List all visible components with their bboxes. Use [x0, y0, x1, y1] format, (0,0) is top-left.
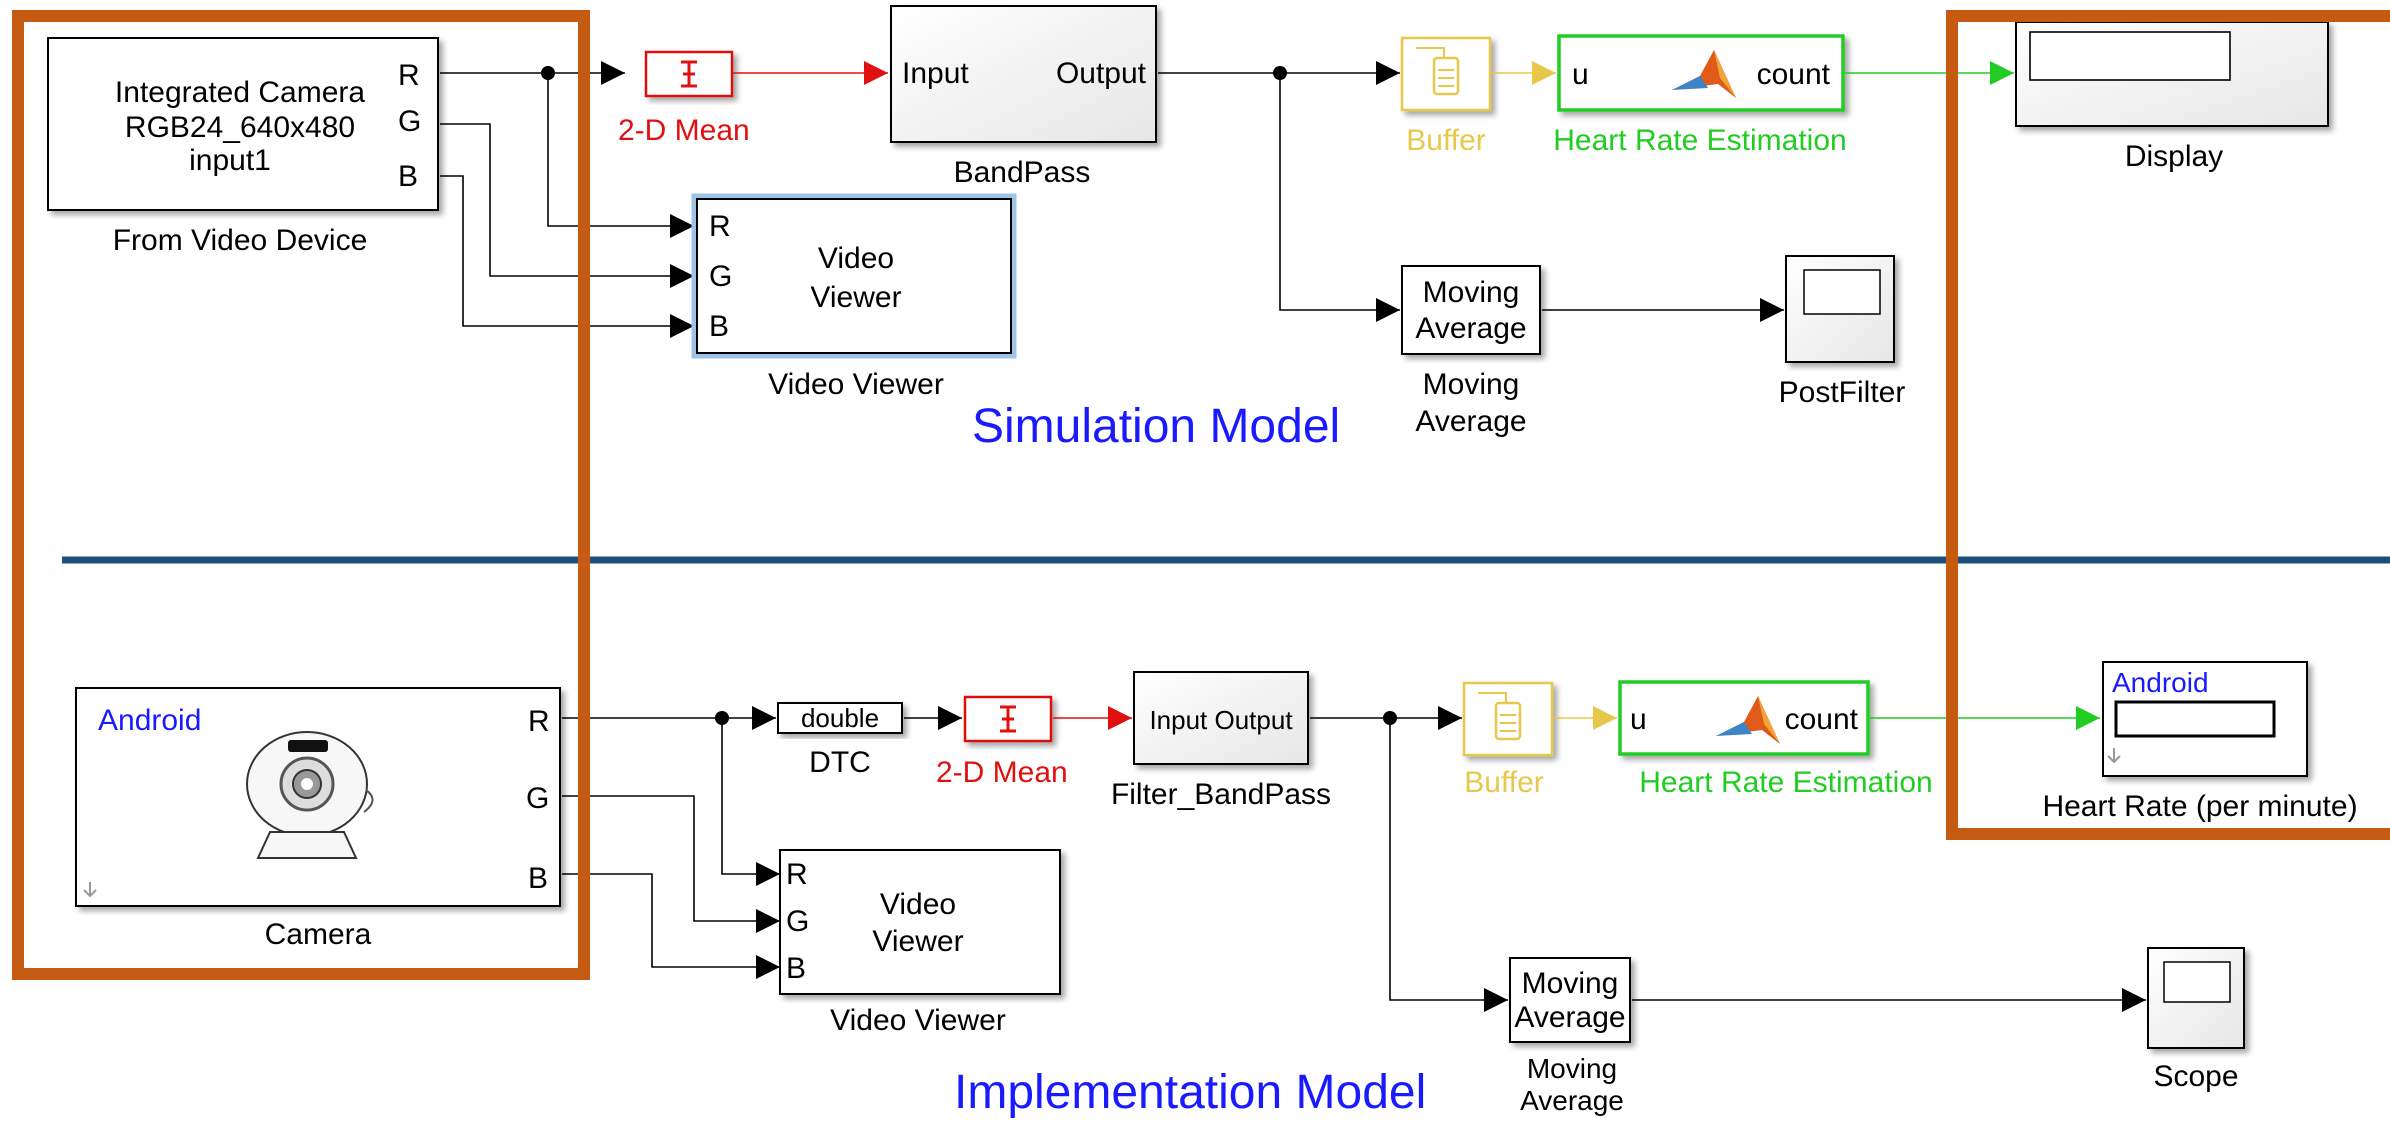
sim-display-caption: Display [2125, 140, 2223, 173]
sim-ma-line1: Moving [1423, 276, 1520, 309]
sim-vv-port-r: R [709, 210, 731, 243]
impl-scope-block[interactable] [2147, 947, 2245, 1049]
impl-2d-mean-block[interactable] [963, 695, 1053, 743]
impl-bandpass-caption: Filter_BandPass [1111, 778, 1331, 811]
sim-hr-estimation-block[interactable]: u count [1557, 34, 1845, 112]
impl-bandpass-label: Input Output [1149, 705, 1293, 735]
impl-bandpass-out-lines [1310, 706, 1508, 1012]
sim-vv-line1: Video [818, 242, 894, 275]
sim-vv-line2: Viewer [810, 281, 901, 314]
simulation-model-title: Simulation Model [972, 400, 1340, 453]
sim-buffer-block[interactable] [1400, 36, 1492, 112]
sim-bandpass-out-lines [1158, 61, 1400, 322]
sim-video-viewer-caption: Video Viewer [768, 368, 944, 401]
sim-display-block[interactable] [2015, 21, 2329, 127]
display-highlight-frame [1946, 10, 2390, 840]
source-line3: input1 [189, 144, 271, 177]
from-video-device-block[interactable]: Integrated Camera RGB24_640x480 input1 R… [47, 37, 439, 211]
impl-hr-out-port: count [1785, 703, 1859, 736]
impl-vv-port-r: R [786, 858, 808, 891]
impl-vv-port-g: G [786, 905, 809, 938]
sim-hr-caption: Heart Rate Estimation [1553, 124, 1846, 157]
impl-ma-line2: Average [1514, 1001, 1625, 1034]
display-platform-label: Android [2112, 667, 2209, 698]
down-arrow-icon [83, 882, 97, 898]
android-display-caption: Heart Rate (per minute) [2042, 790, 2357, 823]
impl-video-viewer-caption: Video Viewer [830, 1004, 1006, 1037]
impl-buffer-caption: Buffer [1464, 766, 1544, 799]
webcam-icon [246, 731, 374, 859]
sim-bandpass-caption: BandPass [954, 156, 1091, 189]
sim-ma-caption1: Moving [1423, 368, 1520, 401]
impl-vv-port-b: B [786, 952, 806, 985]
impl-scope-caption: Scope [2153, 1060, 2238, 1093]
camera-platform-label: Android [98, 704, 201, 737]
sim-video-viewer-block[interactable]: R G B Video Viewer [691, 193, 1017, 359]
impl-ma-caption1: Moving [1527, 1053, 1617, 1084]
matlab-icon [1716, 696, 1780, 744]
port-r: R [398, 59, 420, 92]
port-b: B [398, 160, 418, 193]
impl-hr-caption: Heart Rate Estimation [1639, 766, 1932, 799]
from-video-device-caption: From Video Device [113, 224, 368, 257]
sim-2d-mean-caption: 2-D Mean [618, 114, 750, 147]
dtc-label: double [801, 703, 879, 733]
sim-hr-out-port: count [1757, 58, 1831, 91]
dtc-caption: DTC [809, 746, 871, 779]
down-arrow-icon [2107, 748, 2121, 764]
camera-highlight-frame [12, 10, 590, 980]
sim-signal-lines [440, 61, 694, 338]
source-line2: RGB24_640x480 [125, 111, 355, 144]
impl-video-viewer-block[interactable]: R G B Video Viewer [779, 849, 1061, 995]
camera-caption: Camera [265, 918, 372, 951]
sim-ma-caption2: Average [1415, 405, 1526, 438]
impl-camera-lines [562, 706, 780, 979]
sim-hr-in-port: u [1572, 58, 1589, 91]
camera-port-r: R [528, 705, 550, 738]
source-line1: Integrated Camera [115, 76, 365, 109]
sim-ma-line2: Average [1415, 312, 1526, 345]
sim-buffer-caption: Buffer [1406, 124, 1486, 157]
impl-hr-estimation-block[interactable]: u count [1618, 680, 1870, 756]
matlab-icon [1672, 50, 1736, 98]
impl-bandpass-block[interactable]: Input Output [1133, 671, 1309, 765]
impl-2d-mean-caption: 2-D Mean [936, 756, 1068, 789]
android-camera-block[interactable]: Android R G B [75, 687, 561, 907]
bandpass-input-port: Input [902, 57, 969, 90]
sim-moving-average-block[interactable]: Moving Average [1401, 265, 1541, 355]
impl-vv-line1: Video [880, 888, 956, 921]
impl-ma-line1: Moving [1522, 967, 1619, 1000]
impl-ma-caption2: Average [1520, 1085, 1624, 1116]
sim-2d-mean-block[interactable] [644, 50, 734, 98]
sim-vv-port-g: G [709, 260, 732, 293]
port-g: G [398, 105, 421, 138]
impl-moving-average-block[interactable]: Moving Average [1509, 957, 1631, 1043]
impl-buffer-block[interactable] [1462, 681, 1554, 757]
sim-bandpass-block[interactable]: Input Output [890, 5, 1157, 143]
bandpass-output-port: Output [1056, 57, 1147, 90]
sim-postfilter-scope-block[interactable] [1785, 255, 1895, 363]
impl-vv-line2: Viewer [872, 925, 963, 958]
dtc-block[interactable]: double [777, 702, 903, 734]
camera-port-b: B [528, 862, 548, 895]
impl-hr-in-port: u [1630, 703, 1647, 736]
sim-vv-port-b: B [709, 310, 729, 343]
implementation-model-title: Implementation Model [954, 1066, 1426, 1118]
sim-postfilter-caption: PostFilter [1779, 376, 1906, 409]
camera-port-g: G [526, 782, 549, 815]
android-display-block[interactable]: Android [2102, 661, 2308, 777]
